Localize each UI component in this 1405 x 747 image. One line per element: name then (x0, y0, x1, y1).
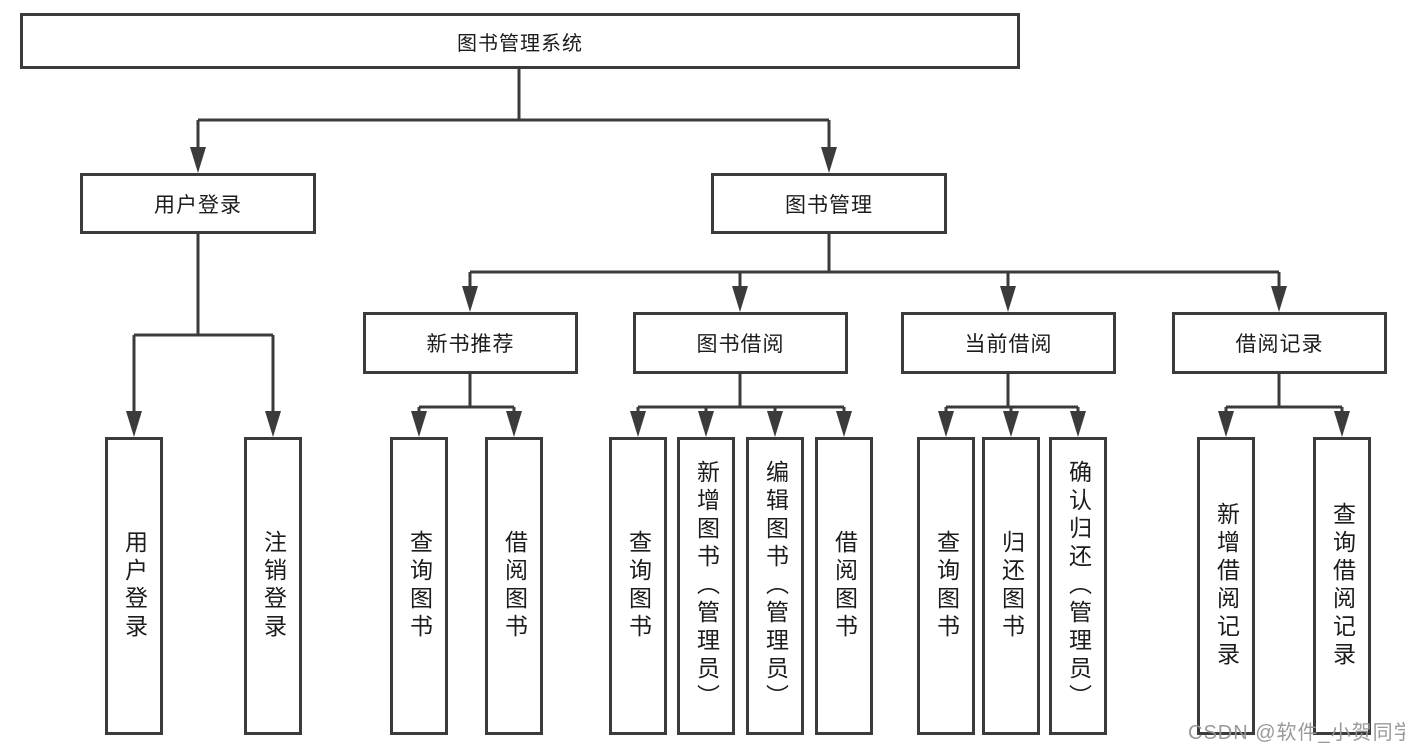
node-new-book-recommendation: 新书推荐 (363, 312, 578, 374)
leaf-add-book-admin: 新增图书（管理员） (677, 437, 735, 735)
node-label: 借阅记录 (1235, 333, 1324, 356)
leaf-query-books-recommend: 查询图书 (390, 437, 448, 735)
node-current-borrowing: 当前借阅 (901, 312, 1116, 374)
node-label: 图书管理 (785, 193, 873, 217)
leaf-label: 编辑图书（管理员） (762, 460, 789, 712)
leaf-label: 查询图书 (933, 530, 960, 642)
leaf-label: 借阅图书 (831, 530, 858, 642)
leaf-user-login: 用户登录 (105, 437, 163, 735)
leaf-query-books-borrow: 查询图书 (609, 437, 667, 735)
watermark: CSDN @软件_小贺同学 (1188, 722, 1405, 744)
leaf-label: 确认归还（管理员） (1065, 460, 1092, 712)
leaf-label: 新增图书（管理员） (693, 460, 720, 712)
node-book-management: 图书管理 (711, 173, 947, 234)
leaf-query-books-current: 查询图书 (917, 437, 975, 735)
node-borrowing-records: 借阅记录 (1172, 312, 1387, 374)
leaf-label: 查询图书 (406, 530, 433, 642)
node-book-borrowing: 图书借阅 (633, 312, 848, 374)
node-label: 当前借阅 (964, 333, 1053, 356)
leaf-label: 查询图书 (625, 530, 652, 642)
leaf-label: 注销登录 (260, 530, 287, 642)
node-label: 用户登录 (154, 193, 242, 217)
leaf-confirm-return-admin: 确认归还（管理员） (1049, 437, 1107, 735)
node-user-login: 用户登录 (80, 173, 316, 234)
leaf-logout: 注销登录 (244, 437, 302, 735)
node-label: 新书推荐 (426, 333, 515, 356)
leaf-edit-book-admin: 编辑图书（管理员） (746, 437, 804, 735)
leaf-label: 查询借阅记录 (1329, 502, 1356, 670)
leaf-borrow-books-borrow: 借阅图书 (815, 437, 873, 735)
node-label: 图书管理系统 (457, 32, 583, 55)
leaf-return-book: 归还图书 (982, 437, 1040, 735)
leaf-borrow-books-recommend: 借阅图书 (485, 437, 543, 735)
leaf-add-borrow-record: 新增借阅记录 (1197, 437, 1255, 735)
leaf-label: 新增借阅记录 (1213, 502, 1240, 670)
leaf-query-borrow-record: 查询借阅记录 (1313, 437, 1371, 735)
leaf-label: 归还图书 (998, 530, 1025, 642)
node-label: 图书借阅 (696, 333, 785, 356)
node-root: 图书管理系统 (20, 13, 1020, 69)
leaf-label: 用户登录 (121, 530, 148, 642)
leaf-label: 借阅图书 (501, 530, 528, 642)
